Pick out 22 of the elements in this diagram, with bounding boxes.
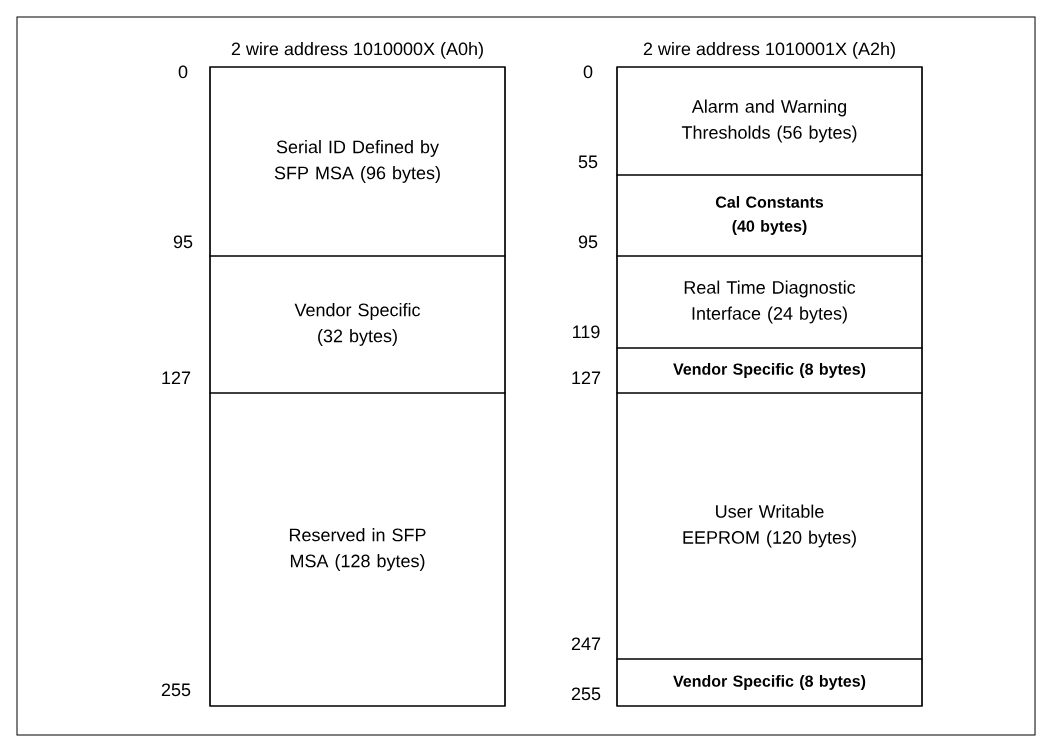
address-label: 255 <box>161 683 191 697</box>
address-label: 0 <box>178 65 188 79</box>
address-label: 55 <box>578 155 598 169</box>
memory-section: Vendor Specific (32 bytes) <box>209 255 506 394</box>
column-heading: 2 wire address 1010000X (A0h) <box>231 42 483 59</box>
address-label: 127 <box>162 371 191 384</box>
address-label: 247 <box>571 637 601 650</box>
address-label: 119 <box>573 325 600 339</box>
memory-section: Vendor Specific (8 bytes) <box>616 658 923 707</box>
address-label: 0 <box>583 65 593 79</box>
memory-section: Cal Constants (40 bytes) <box>616 174 923 257</box>
memory-section: Alarm and Warning Thresholds (56 bytes) <box>616 66 923 176</box>
memory-section: Reserved in SFP MSA (128 bytes) <box>209 392 506 707</box>
memory-section: User Writable EEPROM (120 bytes) <box>616 392 923 660</box>
memory-section: Vendor Specific (8 bytes) <box>616 347 923 394</box>
memory-section: Serial ID Defined by SFP MSA (96 bytes) <box>209 66 506 257</box>
address-label: 127 <box>572 371 601 384</box>
address-label: 255 <box>571 687 601 701</box>
address-label: 95 <box>578 235 598 249</box>
column-heading: 2 wire address 1010001X (A2h) <box>643 42 895 59</box>
address-label: 95 <box>173 235 193 249</box>
memory-section: Real Time Diagnostic Interface (24 bytes) <box>616 255 923 349</box>
